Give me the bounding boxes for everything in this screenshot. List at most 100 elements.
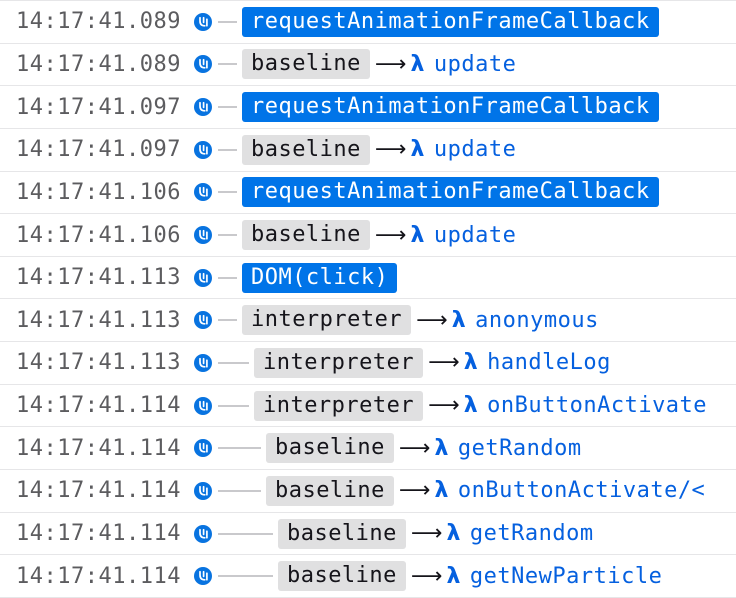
function-name[interactable]: getRandom — [457, 435, 582, 461]
tracer-icon — [193, 567, 212, 586]
tracer-icon — [193, 396, 212, 415]
timestamp: 14:17:41.114 — [16, 478, 181, 504]
tracer-icon — [193, 55, 212, 74]
arrow-glyph: ⟶ — [410, 521, 443, 546]
function-name[interactable]: onButtonActivate/< — [457, 478, 706, 504]
depth-connector — [217, 319, 237, 322]
tracer-icon — [193, 226, 212, 245]
call: ⟶ λ getRandom — [394, 436, 582, 461]
frame-badge: baseline — [265, 433, 394, 464]
tracer-icon — [193, 481, 212, 500]
timestamp: 14:17:41.114 — [16, 563, 181, 589]
frame-badge: baseline — [241, 49, 370, 80]
arrow-glyph: ⟶ — [398, 478, 431, 504]
timestamp: 14:17:41.097 — [16, 94, 181, 120]
timestamp: 14:17:41.113 — [16, 350, 181, 376]
timestamp: 14:17:41.114 — [16, 521, 181, 546]
function-name[interactable]: anonymous — [475, 307, 599, 333]
arrow-glyph: ⟶ — [410, 563, 443, 589]
depth-connector — [217, 575, 273, 578]
function-name[interactable]: handleLog — [487, 350, 611, 376]
trace-row[interactable]: 14:17:41.114 baseline ⟶ λ getRandom — [0, 511, 736, 555]
frame-badge: baseline — [277, 561, 406, 592]
frame-badge: baseline — [265, 475, 394, 506]
call: ⟶ λ anonymous — [411, 308, 599, 333]
trace-row[interactable]: 14:17:41.106 requestAnimationFrameCallba… — [0, 170, 736, 214]
tracer-icon — [193, 524, 212, 543]
function-name[interactable]: update — [433, 51, 517, 77]
trace-row[interactable]: 14:17:41.097 requestAnimationFrameCallba… — [0, 85, 736, 128]
lambda-icon: λ — [463, 393, 479, 419]
trace-row[interactable]: 14:17:41.114 baseline ⟶ λ getRandom — [0, 426, 736, 470]
timestamp: 14:17:41.114 — [16, 435, 181, 461]
call: ⟶ λ getRandom — [406, 521, 594, 546]
trace-row[interactable]: 14:17:41.089 requestAnimationFrameCallba… — [0, 0, 736, 43]
trace-row[interactable]: 14:17:41.114 interpreter ⟶ λ onButtonAct… — [0, 383, 736, 427]
trace-row[interactable]: 14:17:41.113 interpreter ⟶ λ anonymous — [0, 298, 736, 342]
depth-connector — [217, 404, 249, 407]
function-name[interactable]: update — [433, 137, 517, 163]
tracer-icon — [193, 140, 212, 159]
depth-connector — [217, 276, 237, 279]
tracer-icon — [193, 98, 212, 117]
depth-connector — [217, 532, 273, 535]
arrow-glyph: ⟶ — [428, 393, 460, 419]
timestamp: 14:17:41.097 — [16, 137, 181, 163]
timestamp: 14:17:41.113 — [16, 265, 181, 291]
lambda-icon: λ — [463, 350, 479, 376]
lambda-icon: λ — [446, 521, 461, 546]
event-badge: requestAnimationFrameCallback — [241, 6, 659, 37]
frame-badge: baseline — [241, 134, 370, 165]
tracer-icon — [193, 183, 212, 202]
function-name[interactable]: getNewParticle — [469, 563, 663, 589]
frame-badge: interpreter — [253, 390, 424, 421]
trace-row[interactable]: 14:17:41.113 DOM(click) — [0, 255, 736, 299]
frame-badge: baseline — [277, 518, 406, 549]
call: ⟶ λ handleLog — [423, 350, 611, 375]
call: ⟶ λ update — [370, 52, 516, 77]
timestamp: 14:17:41.113 — [16, 307, 181, 333]
depth-connector — [217, 234, 237, 237]
depth-connector — [217, 191, 237, 194]
frame-badge: baseline — [241, 220, 370, 251]
depth-connector — [217, 63, 237, 66]
depth-connector — [217, 20, 237, 23]
arrow-glyph: ⟶ — [428, 350, 460, 376]
trace-row[interactable]: 14:17:41.114 baseline ⟶ λ onButtonActiva… — [0, 469, 736, 512]
lambda-icon: λ — [410, 222, 425, 248]
depth-connector — [217, 447, 261, 450]
depth-connector — [217, 106, 237, 109]
frame-badge: interpreter — [253, 347, 424, 378]
lambda-icon: λ — [451, 307, 467, 333]
timestamp: 14:17:41.106 — [16, 179, 181, 205]
trace-row[interactable]: 14:17:41.114 baseline ⟶ λ getNewParticle — [0, 554, 736, 597]
event-badge: requestAnimationFrameCallback — [241, 92, 659, 123]
arrow-glyph: ⟶ — [374, 222, 407, 248]
lambda-icon: λ — [446, 563, 461, 589]
function-name[interactable]: update — [433, 222, 517, 248]
call: ⟶ λ getNewParticle — [406, 564, 662, 589]
function-name[interactable]: getRandom — [469, 521, 594, 546]
arrow-glyph: ⟶ — [374, 137, 407, 163]
trace-row[interactable]: 14:17:41.113 interpreter ⟶ λ handleLog — [0, 341, 736, 384]
event-badge: requestAnimationFrameCallback — [241, 177, 659, 208]
trace-row[interactable]: 14:17:41.106 baseline ⟶ λ update — [0, 213, 736, 256]
tracer-icon — [193, 439, 212, 458]
timestamp: 14:17:41.089 — [16, 9, 181, 35]
function-name[interactable]: onButtonActivate — [487, 393, 708, 419]
depth-connector — [217, 148, 237, 151]
lambda-icon: λ — [410, 51, 425, 77]
tracer-icon — [193, 311, 212, 330]
arrow-glyph: ⟶ — [416, 307, 448, 333]
tracer-icon — [193, 12, 212, 31]
arrow-glyph: ⟶ — [374, 51, 407, 77]
timestamp: 14:17:41.106 — [16, 222, 181, 248]
call: ⟶ λ onButtonActivate — [423, 393, 707, 418]
timestamp: 14:17:41.114 — [16, 393, 181, 419]
lambda-icon: λ — [410, 137, 425, 163]
call: ⟶ λ update — [370, 137, 516, 162]
arrow-glyph: ⟶ — [398, 435, 431, 461]
trace-row[interactable]: 14:17:41.097 baseline ⟶ λ update — [0, 127, 736, 171]
trace-row[interactable]: 14:17:41.089 baseline ⟶ λ update — [0, 42, 736, 86]
